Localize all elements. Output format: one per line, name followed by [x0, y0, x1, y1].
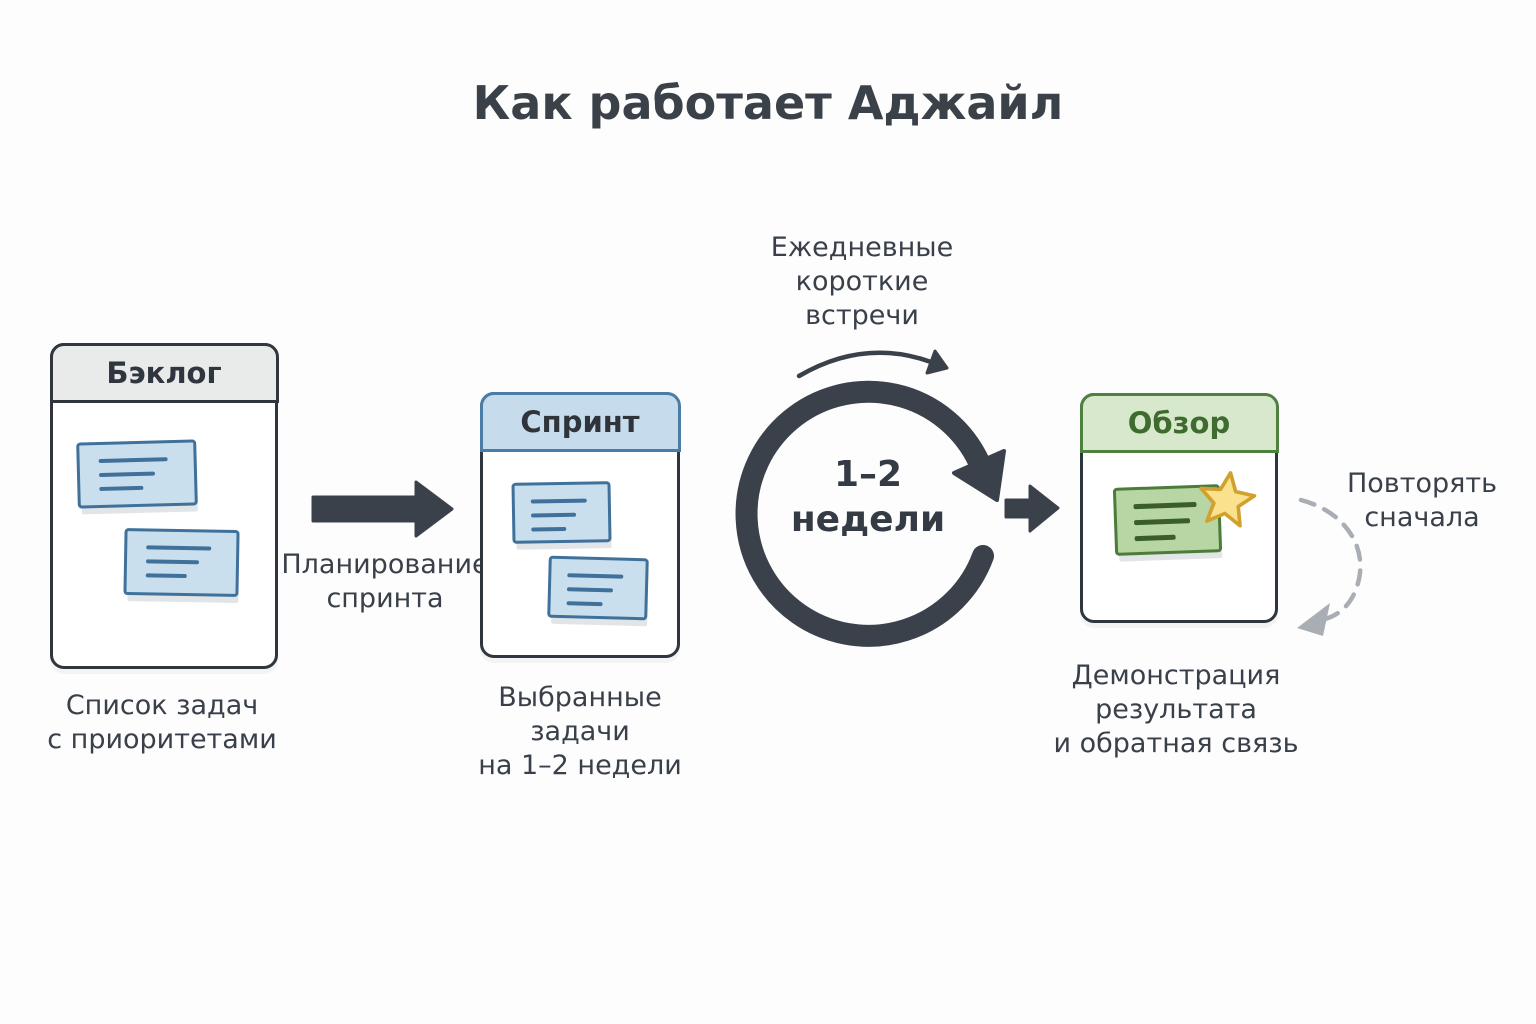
sprint-card-title: Спринт — [520, 404, 640, 439]
task-text-line — [1134, 518, 1190, 526]
backlog-card: Бэклог — [49, 342, 279, 669]
task-text-line — [99, 471, 156, 477]
review-card: Обзор — [1079, 392, 1279, 623]
backlog-card-title: Бэклог — [106, 355, 222, 390]
task-text-line — [145, 545, 212, 551]
task-text-line — [567, 573, 624, 579]
daily-meetings-label: Ежедневные короткие встречи — [770, 232, 954, 331]
task-card — [76, 439, 198, 509]
task-text-line — [530, 512, 577, 518]
sprint-card: Спринт — [479, 391, 681, 658]
task-text-line — [145, 573, 187, 579]
review-caption: Демонстрация результата и обратная связь — [1053, 660, 1299, 759]
daily-meetings-arrow-icon — [796, 349, 949, 379]
star-icon — [1199, 471, 1257, 528]
sprint-card-header: Спринт — [479, 391, 681, 452]
task-text-line — [531, 526, 567, 532]
task-text-line — [98, 457, 168, 463]
task-text-line — [1134, 534, 1176, 542]
task-text-line — [145, 559, 199, 565]
repeat-label: Повторять сначала — [1346, 468, 1497, 533]
sprint-caption: Выбранные задачи на 1–2 недели — [478, 682, 682, 781]
cycle-duration-label: 1–2 недели — [790, 454, 946, 540]
backlog-caption: Список задач с приоритетами — [47, 690, 277, 755]
task-text-line — [99, 485, 144, 491]
review-card-header: Обзор — [1079, 392, 1279, 453]
backlog-card-header: Бэклог — [49, 342, 279, 403]
planning-arrow-icon — [311, 480, 454, 538]
review-card-title: Обзор — [1127, 405, 1231, 440]
task-card — [123, 528, 240, 597]
task-card — [511, 481, 612, 544]
page-title: Как работает Аджайл — [472, 76, 1064, 130]
task-card — [547, 555, 649, 621]
handoff-arrow-icon — [1004, 484, 1060, 533]
planning-arrow-label: Планирование спринта — [281, 549, 489, 614]
task-text-line — [530, 498, 587, 504]
task-text-line — [566, 601, 603, 607]
task-text-line — [566, 587, 614, 593]
task-text-line — [1133, 501, 1197, 510]
